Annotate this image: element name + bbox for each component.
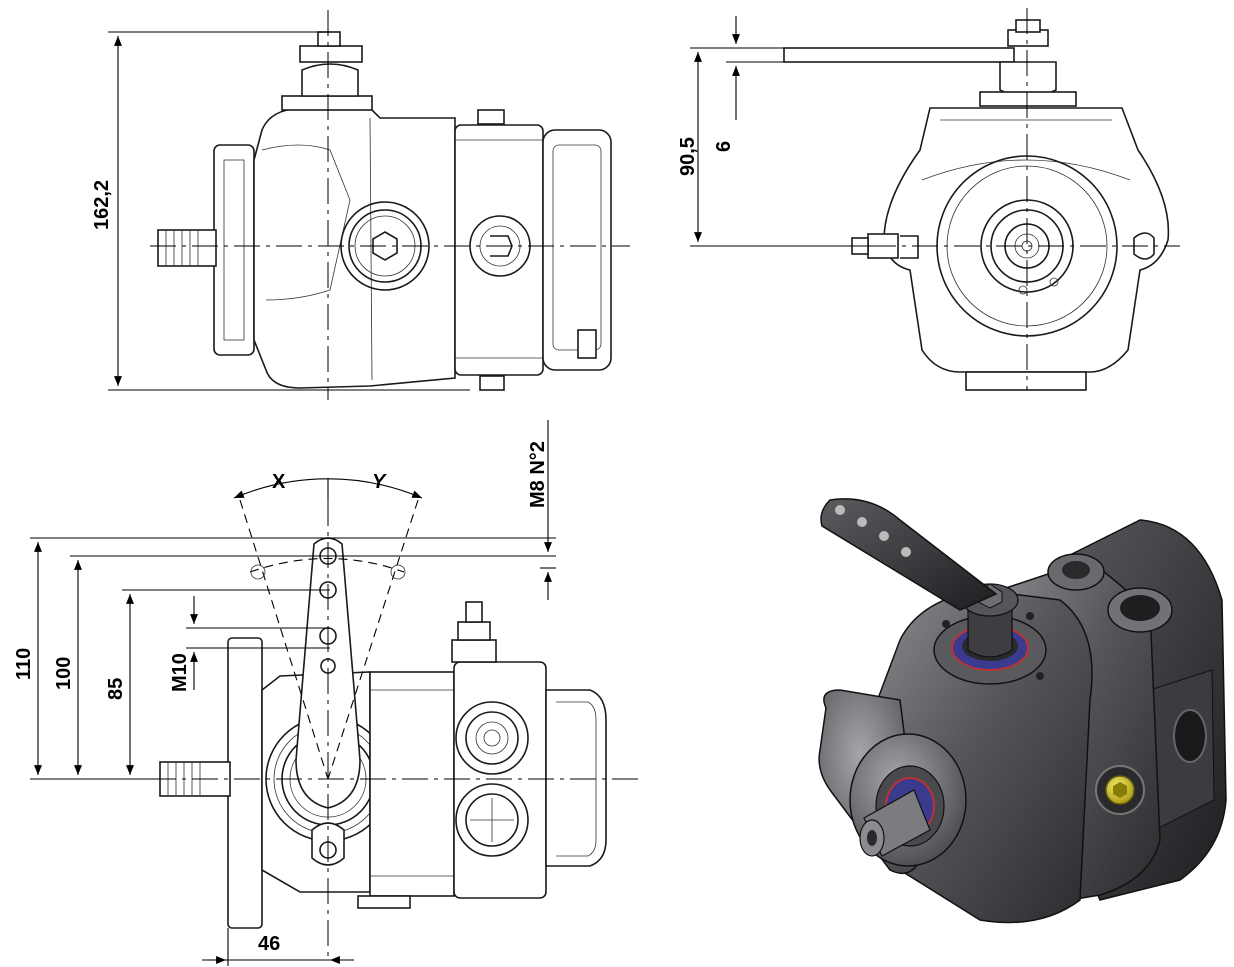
- dim-lever-thickness: 6: [713, 141, 735, 152]
- dim-hole-3: 85: [105, 678, 127, 700]
- dim-shaft-offset: 46: [258, 933, 280, 955]
- pump-render: [818, 498, 1227, 924]
- angle-y-label: Y: [372, 471, 387, 493]
- dim-thread: M10: [169, 653, 191, 692]
- top-view: X Y 110 100 85 M10 M8 N°2 46: [13, 420, 640, 966]
- side-view: 162,2: [91, 10, 630, 400]
- dim-hole-1: 110: [13, 648, 35, 680]
- dim-thread-count: M8 N°2: [527, 441, 549, 508]
- dim-overall-height: 162,2: [91, 180, 113, 230]
- angle-x-label: X: [272, 471, 286, 493]
- dim-hole-2: 100: [53, 657, 75, 690]
- dim-lever-offset: 90,5: [677, 137, 699, 176]
- front-view: 90,5 6: [677, 8, 1180, 391]
